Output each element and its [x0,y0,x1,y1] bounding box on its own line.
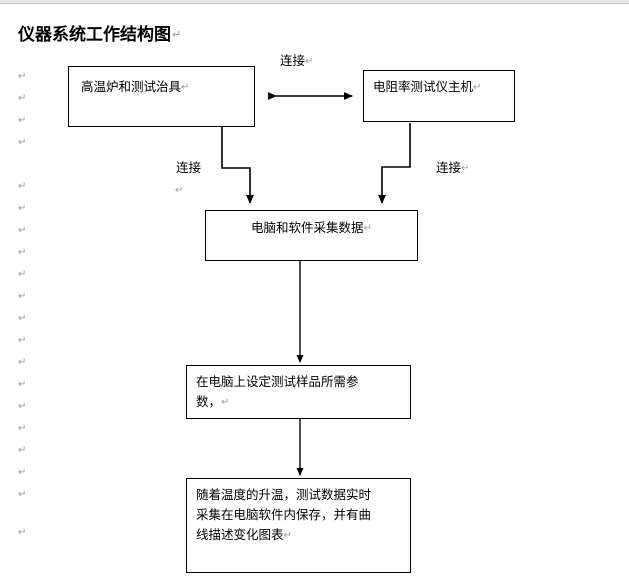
flow-node-record[interactable]: 随着温度的升温，测试数据实时 采集在电脑软件内保存，并有曲 线描述变化图表↵ [186,478,411,573]
paragraph-mark-icon: ↵ [283,530,292,541]
flow-node-text: 高温炉和测试治具 [81,79,182,94]
paragraph-mark-icon: ↵ [473,82,482,93]
paragraph-mark-icon: ↵ [18,225,27,236]
paragraph-mark-icon: ↵ [18,489,27,500]
flow-node-host-label: 电阻率测试仪主机↵ [373,77,510,98]
paragraph-mark-icon: ↵ [18,445,27,456]
flow-node-params[interactable]: 在电脑上设定测试样品所需参 数，↵ [186,365,411,419]
flow-node-acquire-label: 电脑和软件采集数据↵ [206,218,417,239]
paragraph-mark-icon: ↵ [18,203,27,214]
paragraph-mark-icon: ↵ [18,467,27,478]
paragraph-mark-icon: ↵ [18,357,27,368]
edge-label-top: 连接↵ [280,50,313,69]
flow-node-record-label: 随着温度的升温，测试数据实时 采集在电脑软件内保存，并有曲 线描述变化图表↵ [196,485,404,546]
paragraph-mark-icon: ↵ [305,56,314,67]
flow-node-furnace[interactable]: 高温炉和测试治具↵ [68,66,255,127]
flow-node-params-label: 在电脑上设定测试样品所需参 数，↵ [196,372,404,413]
paragraph-mark-icon: ↵ [18,313,27,324]
paragraph-mark-icon: ↵ [363,223,372,234]
paragraph-mark-icon: ↵ [461,163,470,174]
edge-furnace-acquire [221,127,254,204]
paragraph-mark-icon: ↵ [18,137,27,148]
flow-node-host[interactable]: 电阻率测试仪主机↵ [363,70,515,122]
edge-label-text: 连接 [280,53,306,68]
paragraph-mark-icon: ↵ [18,71,27,82]
flow-node-text: 随着温度的升温，测试数据实时 采集在电脑软件内保存，并有曲 线描述变化图表 [196,487,372,542]
flow-node-text: 在电脑上设定测试样品所需参 数， [196,374,359,409]
paragraph-mark-icon: ↵ [18,115,27,126]
paragraph-mark-icon: ↵ [18,247,27,258]
flow-node-text: 电阻率测试仪主机 [373,79,474,94]
paragraph-mark-icon: ↵ [175,185,184,196]
edge-host-acquire [378,123,411,204]
paragraph-mark-icon: ↵ [18,181,27,192]
paragraph-mark-icon: ↵ [18,423,27,434]
edge-label-text: 连接 [176,160,202,175]
flow-node-acquire[interactable]: 电脑和软件采集数据↵ [205,210,418,261]
paragraph-mark-icon: ↵ [18,291,27,302]
edge-label-right: 连接↵ [436,157,469,176]
paragraph-mark-icon: ↵ [18,379,27,390]
paragraph-mark-icon: ↵ [18,527,27,538]
paragraph-mark-icon: ↵ [172,28,182,41]
paragraph-mark-icon: ↵ [221,397,230,408]
paragraph-mark-icon: ↵ [18,401,27,412]
page-title: 仪器系统工作结构图↵ [18,20,181,45]
viewer-top-rule [0,0,629,4]
paragraph-mark-icon: ↵ [18,335,27,346]
page-title-text: 仪器系统工作结构图 [18,25,171,44]
paragraph-mark-icon: ↵ [18,269,27,280]
paragraph-mark-icon: ↵ [181,82,190,93]
flow-node-text: 电脑和软件采集数据 [251,220,364,235]
paragraph-mark-icon: ↵ [18,93,27,104]
edge-label-text: 连接 [436,160,462,175]
flow-node-furnace-label: 高温炉和测试治具↵ [81,77,248,98]
edge-label-left: 连接 [176,157,201,176]
